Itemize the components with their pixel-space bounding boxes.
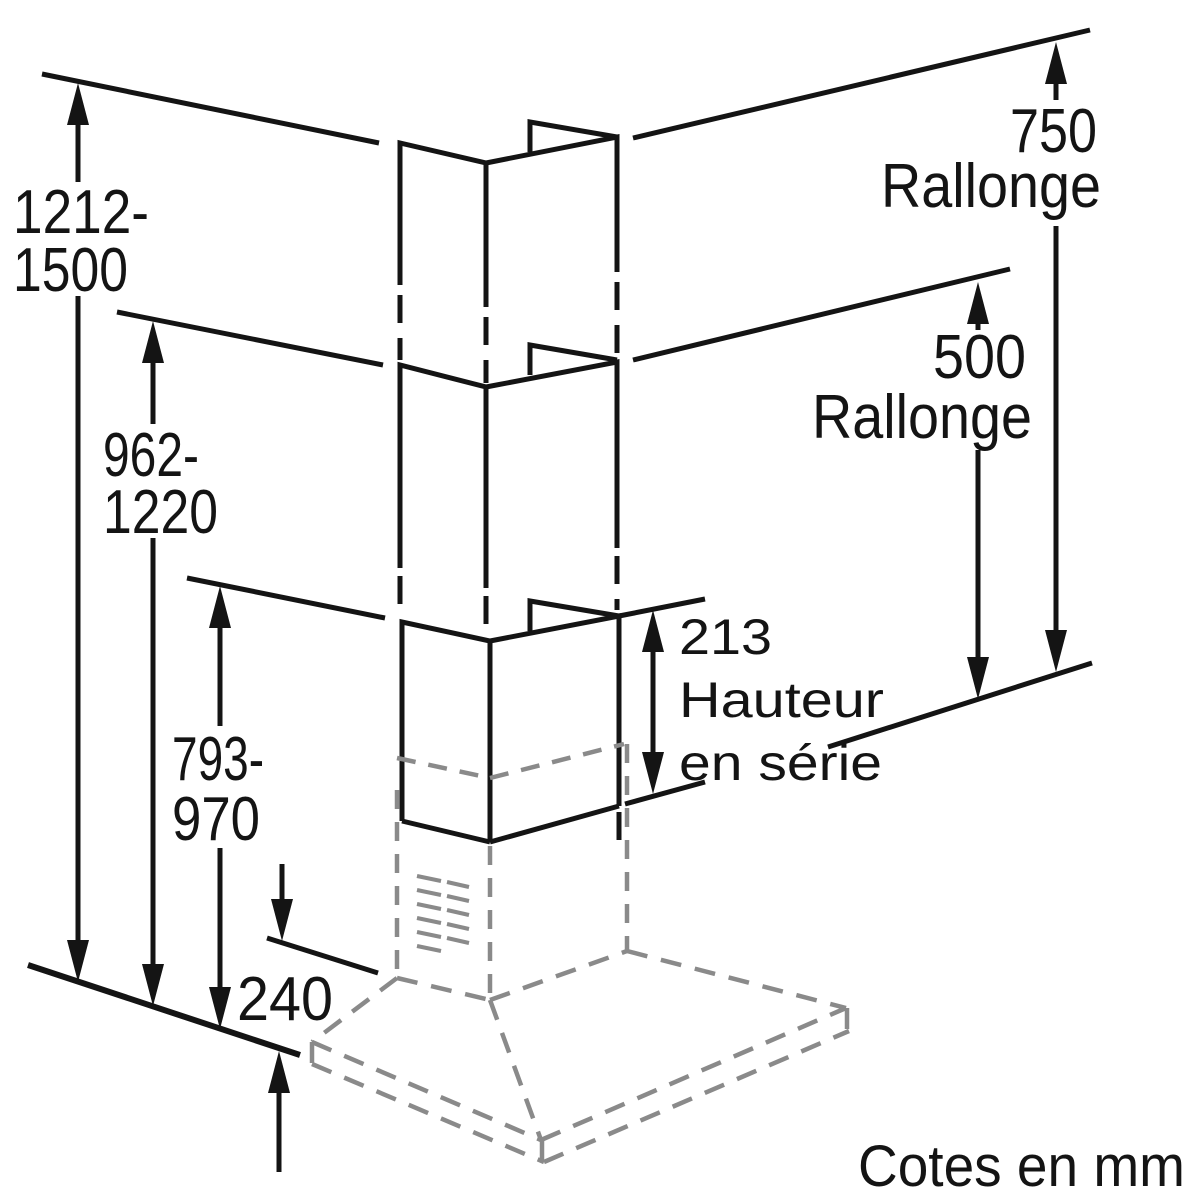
arrow-down-icon [967,657,989,699]
arrow-up-icon [209,586,231,628]
chimney1-right-face [485,133,620,272]
arrow-up-icon [268,1051,290,1093]
dim-standard-height-value-line1: 793- [172,725,264,794]
chimney-section-top [397,119,620,307]
dim213-top-tick [618,596,706,619]
chimney1-mounting-bracket [527,119,618,152]
canopy-plate-bottom-left-edge [311,1061,545,1165]
reference-line-hood-top-left [186,575,386,621]
arrow-up-icon [142,321,164,363]
chimney-gap-hidden-edges-1 [397,282,620,383]
inner-chimney-top-left-edge [396,755,491,781]
ceiling-line-mid-right [632,266,1011,363]
hob-line [27,962,301,1058]
ceiling-line-upper-right [632,27,1091,141]
chimney3-bottom-right-edge [489,803,620,845]
chimney-section-middle [397,342,620,588]
dimension-extension-750: 750 Rallonge [881,42,1101,672]
arrow-up-icon [967,282,989,324]
canopy-plate-top-right-edge [540,1005,847,1143]
arrow-up-icon [642,610,664,652]
chimney3-mounting-bracket [527,598,620,631]
canopy-plate-top-left-edge [311,1039,542,1143]
chimney2-left-face [397,361,489,588]
hidden-hood-body [309,741,850,1165]
ceiling-line-mid-left [116,309,384,368]
chimney2-right-face [485,358,620,548]
chimney3-right-face [489,612,622,806]
dim-total-height-value-line2: 1500 [13,236,128,305]
dim-mid-height-value-line1: 962- [103,421,199,490]
chimney3-left-face [399,618,493,842]
hood-bottom-reference-line [266,935,379,976]
dimension-mid-height: 962- 1220 [103,321,218,1006]
arrow-up-icon [1045,42,1067,84]
canopy-slope-left [310,976,399,1044]
extension-500-value: 500 [933,323,1026,392]
canopy-slope-front [487,999,544,1141]
arrow-down-icon [67,940,89,982]
dim-hob-offset-value: 240 [237,965,333,1034]
dim-standard-height-value-line2: 970 [172,785,260,854]
arrow-down-icon [209,987,231,1029]
dimension-standard-height: 793- 970 [172,586,264,1029]
dimension-total-height: 1212- 1500 [13,83,149,982]
arrow-down-icon [642,752,664,794]
arrow-up-icon [67,83,89,125]
units-note: Cotes en mm [858,1134,1185,1199]
standard-chimney-label-line1: Hauteur [679,672,884,728]
arrow-down-icon [1045,630,1067,672]
dim213-bottom-tick [624,779,706,807]
extension-750-value: 750 [1010,97,1097,166]
canopy-rim-right [489,948,628,1003]
dimension-standard-chimney-213: 213 Hauteur en série [642,609,884,794]
canopy-slope-right [626,948,847,1011]
arrow-down-icon [271,899,293,941]
chimney-section-standard [399,596,706,852]
reference-lines [27,27,1093,1058]
chimney2-mounting-bracket [527,342,618,375]
ceiling-line-upper-left [41,71,380,146]
chimney1-left-face [397,139,489,307]
reference-line-hood-top-right [827,660,1093,750]
standard-chimney-value: 213 [679,609,772,665]
canopy-plate-bottom-right-edge [543,1028,850,1165]
chimney3-bottom-left-edge [401,818,491,845]
dimension-extension-500: 500 Rallonge [812,282,1032,699]
chimney-gap-hidden-edges-2 [397,556,620,638]
dim-mid-height-value-line2: 1220 [103,478,218,547]
vent-grille-icon [416,874,470,953]
dim-total-height-value-line1: 1212- [13,178,149,247]
arrow-down-icon [142,964,164,1006]
extension-750-label: Rallonge [881,152,1101,221]
canopy-rim-left [396,975,491,1003]
extension-500-label: Rallonge [812,383,1032,452]
standard-chimney-label-line2: en série [679,735,882,791]
dimension-hob-offset: 240 [237,864,333,1172]
inner-chimney-top-right-edge [489,741,625,781]
